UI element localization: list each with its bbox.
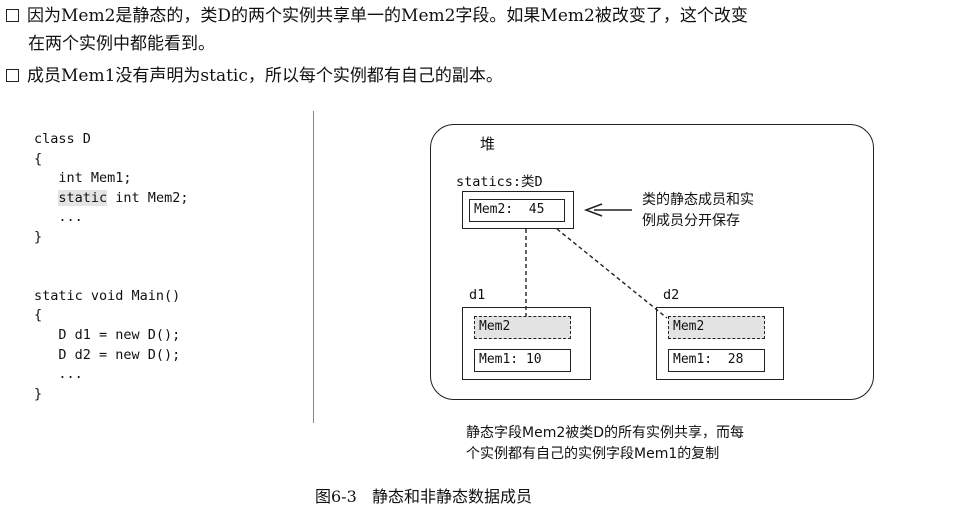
d1-shared-mem2-ref: Mem2: [474, 316, 571, 339]
diagram-caption-line-1: 静态字段Mem2被类D的所有实例共享，而每: [466, 425, 745, 441]
code-ellipsis: ...: [34, 209, 83, 226]
instance-d1-label: d1: [469, 287, 486, 303]
diagram-caption: 静态字段Mem2被类D的所有实例共享，而每 个实例都有自己的实例字段Mem1的复…: [466, 423, 744, 465]
bullet-2: 成员Mem1没有声明为static，所以每个实例都有自己的副本。: [6, 62, 503, 90]
d2-shared-mem2-ref: Mem2: [668, 316, 765, 339]
heap-label: 堆: [480, 135, 496, 153]
heap-container: [430, 124, 874, 400]
code-mem1-line: int Mem1;: [34, 170, 132, 187]
code-mem2-rest: int Mem2;: [107, 189, 189, 206]
code-ellipsis: ...: [34, 366, 83, 383]
statics-label: statics:类D: [456, 174, 543, 190]
vertical-divider: [313, 111, 314, 423]
bullet-1: 因为Mem2是静态的，类D的两个实例共享单一的Mem2字段。如果Mem2被改变了…: [6, 2, 748, 58]
diagram-caption-line-2: 个实例都有自己的实例字段Mem1的复制: [466, 446, 720, 462]
code-main-decl: static void Main(): [34, 287, 181, 304]
d2-to-static-dashed-line: [556, 228, 668, 319]
code-d2-line: D d2 = new D();: [34, 346, 181, 363]
checkbox-square-icon: [6, 69, 19, 82]
code-brace: }: [34, 228, 43, 245]
code-class-decl: class D: [34, 131, 91, 147]
code-static-keyword-highlight: static: [58, 189, 108, 206]
note-line-1: 类的静态成员和实: [642, 192, 754, 208]
d2-mem1-field: Mem1: 28: [668, 349, 765, 372]
d1-mem1-field: Mem1: 10: [474, 349, 571, 372]
figure-caption: 图6-3 静态和非静态数据成员: [315, 487, 533, 506]
bullet-2-line-1: 成员Mem1没有声明为static，所以每个实例都有自己的副本。: [27, 66, 503, 86]
arrow-left-icon: [583, 203, 603, 217]
code-brace: {: [34, 307, 43, 324]
note-line-2: 例成员分开保存: [642, 213, 740, 229]
instance-d2-label: d2: [663, 287, 680, 303]
bullet-1-line-2: 在两个实例中都能看到。: [28, 34, 215, 54]
static-mem2-field: Mem2: 45: [469, 199, 565, 222]
checkbox-square-icon: [6, 9, 19, 22]
code-brace: {: [34, 150, 43, 167]
code-brace: }: [34, 385, 43, 402]
code-listing: class D { int Mem1; static int Mem2; ...…: [34, 130, 188, 404]
code-d1-line: D d1 = new D();: [34, 326, 181, 343]
bullet-1-line-1: 因为Mem2是静态的，类D的两个实例共享单一的Mem2字段。如果Mem2被改变了…: [27, 6, 748, 26]
